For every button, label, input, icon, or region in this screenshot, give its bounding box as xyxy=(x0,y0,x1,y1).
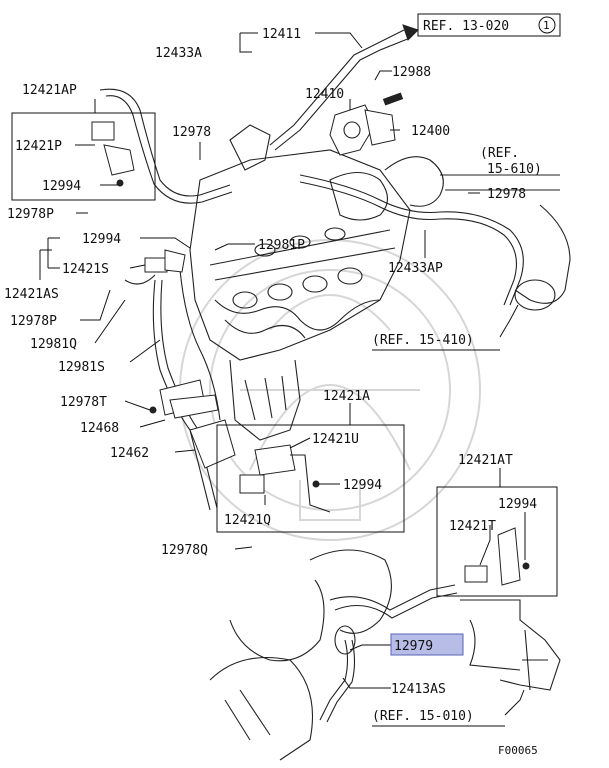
label-12413AS: 12413AS xyxy=(391,682,446,697)
ref-13-020-box xyxy=(417,13,561,37)
label-12421AT: 12421AT xyxy=(458,453,513,468)
label-12981P: 12981P xyxy=(258,238,305,253)
lower-left-components xyxy=(149,379,236,469)
label-12433AP: 12433AP xyxy=(388,261,443,276)
label-12421U: 12421U xyxy=(312,432,359,447)
label-12410: 12410 xyxy=(305,87,344,102)
ref-15-010[interactable]: (REF. 15-010) xyxy=(372,709,474,724)
label-12421P: 12421P xyxy=(15,139,62,154)
turbocharger-drawing xyxy=(209,549,561,761)
highlight-12979[interactable]: 12979 xyxy=(390,633,464,656)
reference-labels: REF. 13-020 1 (REF. 15-610) (REF. 15-410… xyxy=(372,13,561,727)
ref-15-410[interactable]: (REF. 15-410) xyxy=(372,333,474,348)
label-12462: 12462 xyxy=(110,446,149,461)
part-labels: 12411 12433A 12988 12421AP 12410 12421P … xyxy=(4,27,538,757)
label-12979[interactable]: 12979 xyxy=(394,639,433,654)
group-12421AT xyxy=(436,486,558,597)
ref-13-020-circle xyxy=(538,16,556,34)
figure-code: F00065 xyxy=(498,744,538,757)
highlight-box[interactable] xyxy=(390,633,464,656)
vacuum-hose-12433A xyxy=(269,24,419,151)
label-12994-c: 12994 xyxy=(343,478,382,493)
solenoid-12421P xyxy=(91,121,135,187)
hose-bundle-left xyxy=(99,88,271,511)
label-12978P: 12978P xyxy=(7,207,54,222)
label-12421T: 12421T xyxy=(449,519,496,534)
label-12433A: 12433A xyxy=(155,46,202,61)
label-12468: 12468 xyxy=(80,421,119,436)
label-12978-b: 12978 xyxy=(487,187,526,202)
label-12411: 12411 xyxy=(262,27,301,42)
label-12400: 12400 xyxy=(411,124,450,139)
label-12994-a: 12994 xyxy=(42,179,81,194)
label-12978P-b: 12978P xyxy=(10,314,57,329)
label-12421S: 12421S xyxy=(62,262,109,277)
label-12978Q: 12978Q xyxy=(161,543,208,558)
pipe-ref-15-410 xyxy=(514,204,571,311)
label-12421Q: 12421Q xyxy=(224,513,271,528)
ref-13-020[interactable]: REF. 13-020 xyxy=(423,19,509,34)
leader-lines xyxy=(11,32,526,716)
label-12988: 12988 xyxy=(392,65,431,80)
label-12994-b: 12994 xyxy=(82,232,121,247)
label-12421AS: 12421AS xyxy=(4,287,59,302)
group-12421A xyxy=(216,424,405,533)
label-12978T: 12978T xyxy=(60,395,107,410)
ref-13-020-circle-number: 1 xyxy=(543,19,550,32)
ref-15-610-line1[interactable]: (REF. xyxy=(480,146,519,161)
intake-manifold-drawing xyxy=(189,149,560,441)
label-12981S: 12981S xyxy=(58,360,105,375)
vacuum-hose-12433AP xyxy=(299,174,524,306)
label-12421A: 12421A xyxy=(323,389,370,404)
label-12994-d: 12994 xyxy=(498,497,537,512)
label-12978-a: 12978 xyxy=(172,125,211,140)
solenoid-12410 xyxy=(329,92,404,156)
ref-15-610-line2[interactable]: 15-610) xyxy=(487,162,542,177)
label-12981Q: 12981Q xyxy=(30,337,77,352)
label-12421AP: 12421AP xyxy=(22,83,77,98)
